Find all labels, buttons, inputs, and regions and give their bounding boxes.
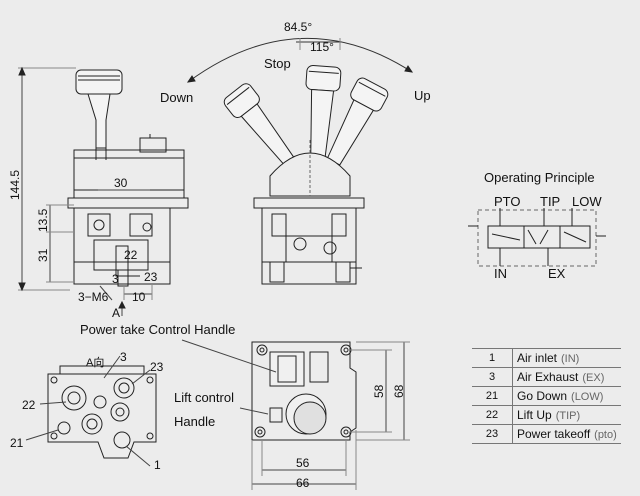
legend-port-name: Go Down(LOW) <box>512 386 621 406</box>
pto-handle-callout: Power take Control Handle <box>80 322 236 337</box>
dim-13-5: 13.5 <box>36 208 50 232</box>
front-view <box>18 66 189 316</box>
legend-port-number: 3 <box>472 367 513 387</box>
legend-port-number: 1 <box>472 348 513 368</box>
top-view <box>181 339 410 490</box>
dim-height-total: 144.5 <box>8 169 22 200</box>
view-a-direction: A向 <box>86 357 105 369</box>
legend-port-code: (TIP) <box>555 410 581 422</box>
op-in: IN <box>494 266 507 281</box>
dim-66: 66 <box>296 476 310 490</box>
op-ex: EX <box>548 266 566 281</box>
legend-port-code: (EX) <box>582 372 605 384</box>
legend-port-name: Power takeoff(pto) <box>512 424 621 444</box>
legend-port-function: Air Exhaust <box>517 370 579 384</box>
legend-port-name: Lift Up(TIP) <box>512 405 621 425</box>
angle-total: 84.5° <box>284 20 313 34</box>
lift-handle-callout-line2: Handle <box>174 414 216 429</box>
op-pto: PTO <box>494 194 521 209</box>
dim-56: 56 <box>296 456 310 470</box>
position-up: Up <box>414 88 431 103</box>
dim-31: 31 <box>36 248 50 262</box>
port-label-22: 22 <box>22 398 36 412</box>
dim-thread: 3−M6 <box>78 290 109 304</box>
dim-22: 22 <box>124 248 138 262</box>
operating-principle-symbol <box>468 208 606 267</box>
dim-68: 68 <box>392 384 406 398</box>
op-low: LOW <box>572 194 602 209</box>
legend-port-number: 23 <box>472 424 513 444</box>
port-label-23: 23 <box>150 360 164 374</box>
legend-port-code: (LOW) <box>571 391 604 403</box>
port-label-3: 3 <box>120 350 127 364</box>
legend-port-number: 21 <box>472 386 513 406</box>
dim-30: 30 <box>114 176 128 190</box>
view-a-label: A <box>112 306 121 320</box>
operating-principle-title: Operating Principle <box>484 170 595 185</box>
angle-inner: 115° <box>310 40 334 54</box>
dim-58: 58 <box>372 384 386 398</box>
legend-port-code: (pto) <box>594 429 617 441</box>
legend-port-function: Go Down <box>517 389 568 403</box>
port-view-a <box>25 355 157 467</box>
position-down: Down <box>160 90 194 105</box>
legend-port-code: (IN) <box>561 353 580 365</box>
dim-10: 10 <box>132 290 146 304</box>
legend-port-name: Air Exhaust(EX) <box>512 367 621 387</box>
op-tip: TIP <box>540 194 561 209</box>
legend-port-function: Power takeoff <box>517 427 591 441</box>
dim-3: 3 <box>112 272 119 286</box>
legend-port-name: Air inlet(IN) <box>512 348 621 368</box>
port-label-1: 1 <box>154 458 161 472</box>
position-stop: Stop <box>264 56 291 71</box>
legend-port-function: Air inlet <box>517 351 558 365</box>
legend-port-number: 22 <box>472 405 513 425</box>
dim-23: 23 <box>144 270 158 284</box>
port-label-21: 21 <box>10 436 24 450</box>
legend-port-function: Lift Up <box>517 408 552 422</box>
lift-handle-callout-line1: Lift control <box>174 390 234 405</box>
side-view <box>186 37 414 285</box>
